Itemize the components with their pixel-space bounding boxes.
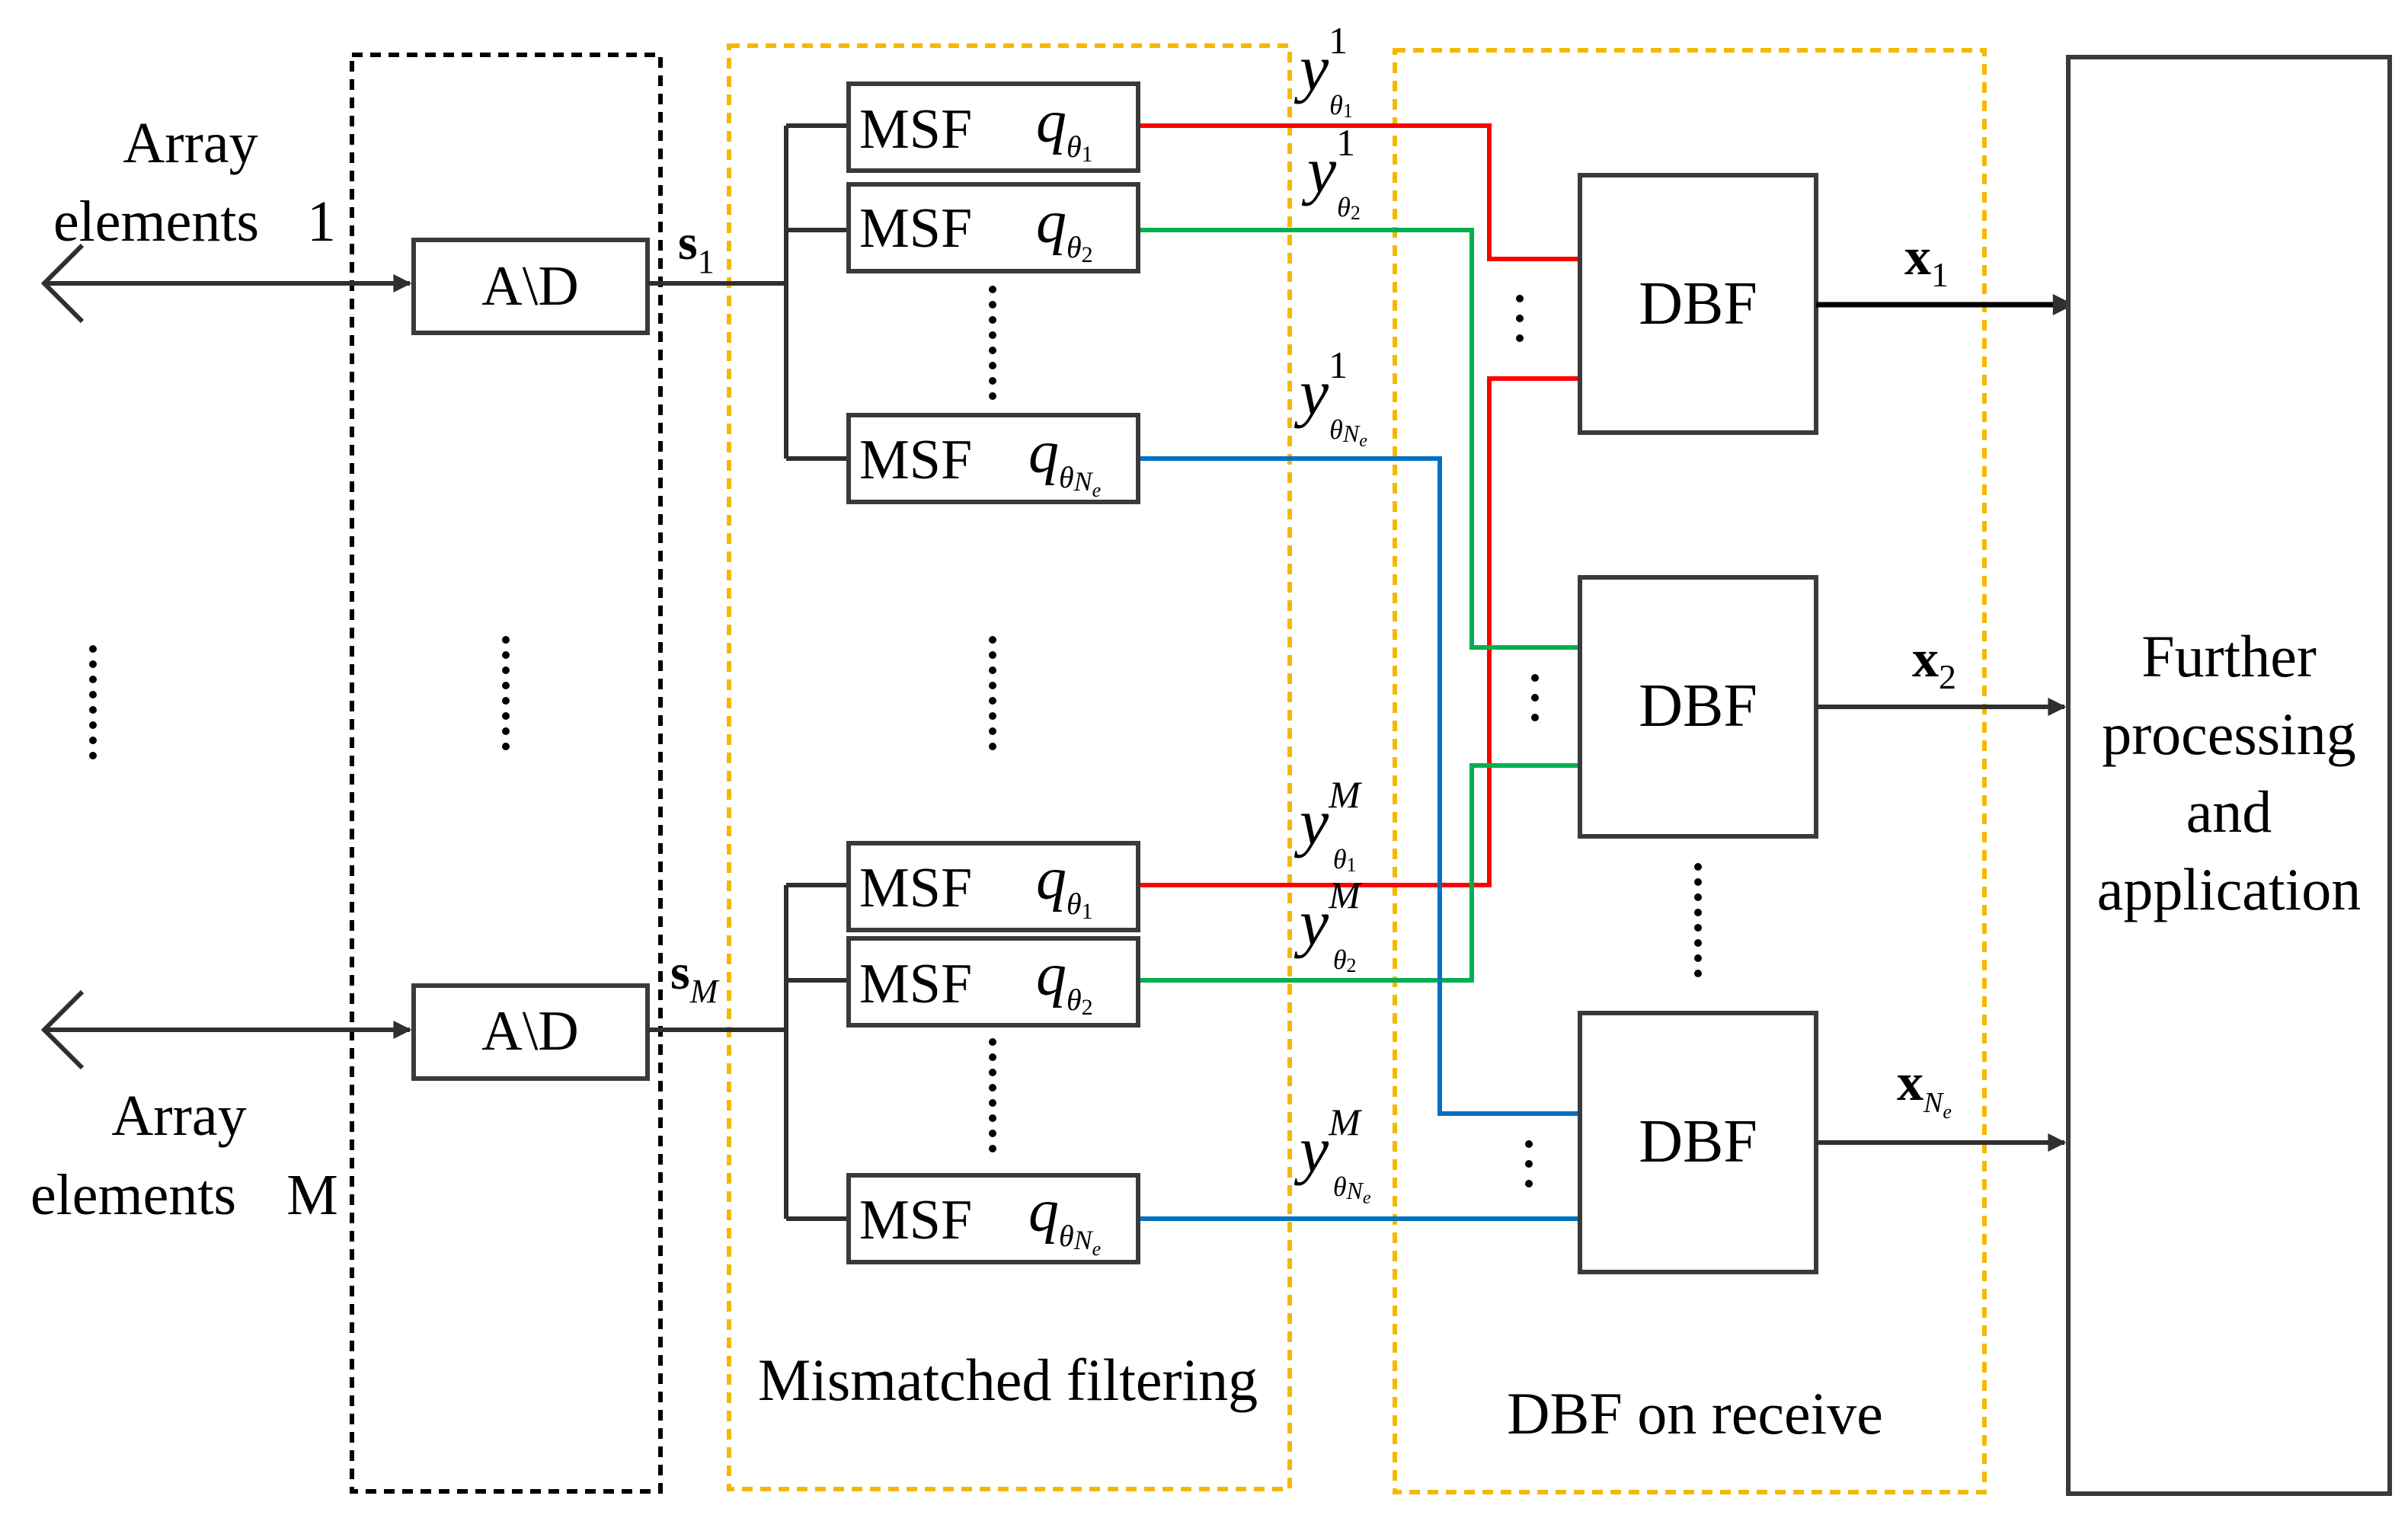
msf-top-1: MSF qθ1 [846,82,1140,173]
svg-text:qθNe: qθNe [1028,419,1101,501]
wire-red-bottom [1137,376,1580,887]
dbf-block-Ne: DBF [1578,1011,1818,1274]
further-line3: and [2186,778,2272,845]
msf-bottom-2: MSF qθ2 [846,936,1140,1028]
ad-converter-top [411,238,650,335]
svg-text:DBF: DBF [1639,673,1757,740]
svg-text:qθ1: qθ1 [1036,88,1093,167]
svg-text:qθ2: qθ2 [1036,941,1093,1020]
msf-bottom-1: MSF qθ1 [846,841,1140,932]
dbf-on-receive-region [1393,48,1987,1494]
svg-text:MSF: MSF [859,857,972,919]
ad-ellipsis [502,636,510,750]
mismatched-filtering-label: Mismatched filtering [758,1347,1258,1413]
dbfNe-input-ellipsis [1525,1140,1533,1187]
dbf-on-receive-label: DBF on receive [1507,1380,1883,1446]
svg-text:MSF: MSF [859,953,972,1015]
svg-text:MSF: MSF [859,1189,972,1251]
msf-middle-ellipsis [989,636,996,750]
output-x2-label: x2 [1912,630,1956,696]
svg-text:qθ2: qθ2 [1036,189,1093,267]
wire-blue-top [1137,456,1580,1116]
msf-bottom-Ne: MSF qθNe [846,1173,1140,1264]
svg-text:MSF: MSF [859,429,972,491]
further-line2: processing [2102,701,2356,767]
output-x1-label: x1 [1904,228,1949,294]
ad-converter-top-label: A\D [481,255,578,318]
msf-top-ellipsis [989,286,996,400]
dbf1-input-ellipsis [1516,295,1524,342]
array-top-line2: elements [53,190,259,254]
further-line1: Further [2141,623,2317,689]
dbf-block-2: DBF [1578,575,1818,839]
antenna-ellipsis [89,645,97,759]
svg-text:MSF: MSF [859,197,972,260]
signal-sM-label: sM [670,944,720,1010]
array-bottom-line1: Array [111,1084,246,1148]
array-bottom-line2: elements [30,1163,236,1227]
further-processing-block [2066,55,2392,1496]
array-top-index: 1 [307,190,336,254]
svg-text:qθNe: qθNe [1028,1178,1101,1260]
svg-text:qθ1: qθ1 [1036,845,1093,924]
ad-converter-bottom-label: A\D [481,1000,578,1063]
array-bottom-index: M [286,1163,338,1227]
wire-green-top [1137,228,1580,650]
svg-text:MSF: MSF [859,98,972,161]
signal-s1-label: s1 [678,215,715,280]
msf-bottom-ellipsis [989,1038,996,1152]
msf-top-2: MSF qθ2 [846,182,1140,273]
ad-converter-region [350,53,663,1494]
dbf-column-ellipsis [1694,863,1702,977]
msf-top-Ne: MSF qθNe [846,413,1140,504]
dbf2-input-ellipsis [1531,674,1539,721]
dbf-block-1: DBF [1578,173,1818,435]
mismatched-filtering-region [727,43,1292,1491]
array-top-line1: Array [123,111,257,175]
output-xNe-label: xNe [1897,1053,1952,1123]
further-line4: application [2097,856,2362,922]
svg-text:DBF: DBF [1639,270,1757,337]
wire-green-bottom [1137,763,1580,983]
svg-text:DBF: DBF [1639,1108,1757,1175]
wire-red-top [1137,123,1580,261]
